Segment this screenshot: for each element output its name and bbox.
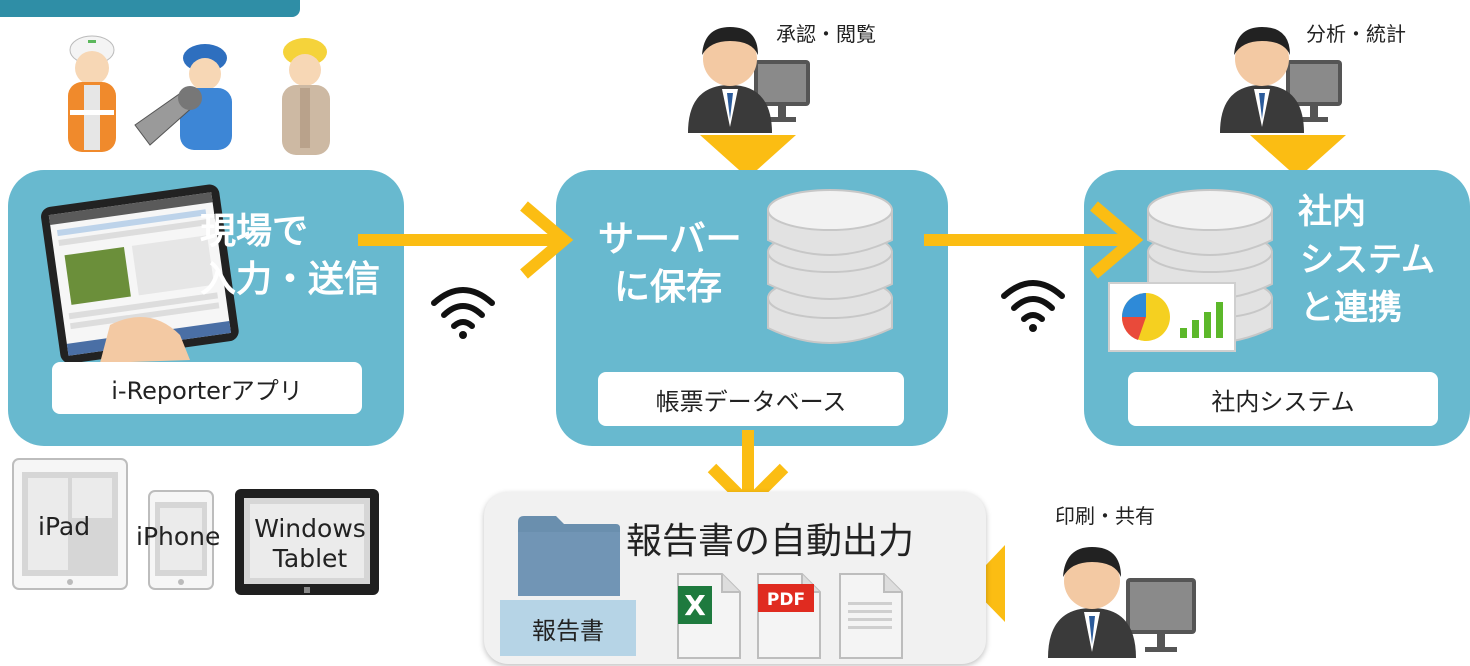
analytics-chart-icon (1108, 282, 1236, 352)
windows-label-line2: Tablet (272, 544, 348, 573)
ipad-device-icon (12, 458, 128, 590)
left-triangle-report (968, 545, 1005, 622)
app-label: i-Reporterアプリ (52, 362, 362, 414)
internal-line2: システム (1300, 240, 1435, 280)
iphone-device-icon (148, 490, 214, 590)
approver-person-icon (688, 27, 810, 133)
windows-tablet-label: Windows Tablet (250, 514, 370, 574)
down-triangle-server (700, 135, 796, 178)
internal-line1: 社内 (1298, 192, 1366, 232)
database-icon (767, 189, 893, 344)
printer-person-icon (1048, 547, 1196, 658)
analyst-person-icon (1220, 27, 1342, 133)
header-tab (0, 0, 300, 17)
worker-icon (68, 35, 116, 152)
worker-icon (282, 38, 330, 155)
pdf-letter: PDF (767, 590, 805, 610)
folder-icon (518, 516, 620, 596)
drill-worker-icon (134, 44, 232, 150)
wifi-icon (431, 287, 495, 339)
arrowhead-server (520, 201, 574, 279)
field-workers-illustration (68, 35, 330, 155)
iphone-label: iPhone (136, 522, 221, 551)
windows-tablet-device-icon (235, 489, 379, 595)
ipad-label: iPad (38, 512, 91, 541)
field-input-line2: 入力・送信 (200, 259, 381, 300)
analyze-stats-label: 分析・統計 (1306, 22, 1406, 46)
database-label: 帳票データベース (598, 372, 904, 426)
down-triangle-internal (1250, 135, 1346, 178)
internal-line3: と連携 (1300, 288, 1402, 328)
server-line2: に保存 (614, 267, 723, 308)
internal-system-label: 社内システム (1128, 372, 1438, 426)
report-title: 報告書の自動出力 (626, 521, 915, 562)
document-file-icon (839, 573, 903, 659)
wifi-icon (1001, 280, 1065, 332)
report-folder-label: 報告書 (500, 600, 636, 656)
pdf-file-icon: PDF (757, 573, 821, 659)
print-share-label: 印刷・共有 (1055, 504, 1155, 528)
arrowhead-internal (1090, 201, 1144, 279)
excel-letter: X (684, 589, 706, 622)
tablet-app-illustration (41, 184, 239, 364)
server-line1: サーバー (598, 219, 742, 260)
windows-label-line1: Windows (254, 514, 366, 543)
excel-file-icon: X (677, 573, 741, 659)
field-input-line1: 現場で (200, 211, 309, 252)
approve-view-label: 承認・閲覧 (776, 22, 876, 46)
